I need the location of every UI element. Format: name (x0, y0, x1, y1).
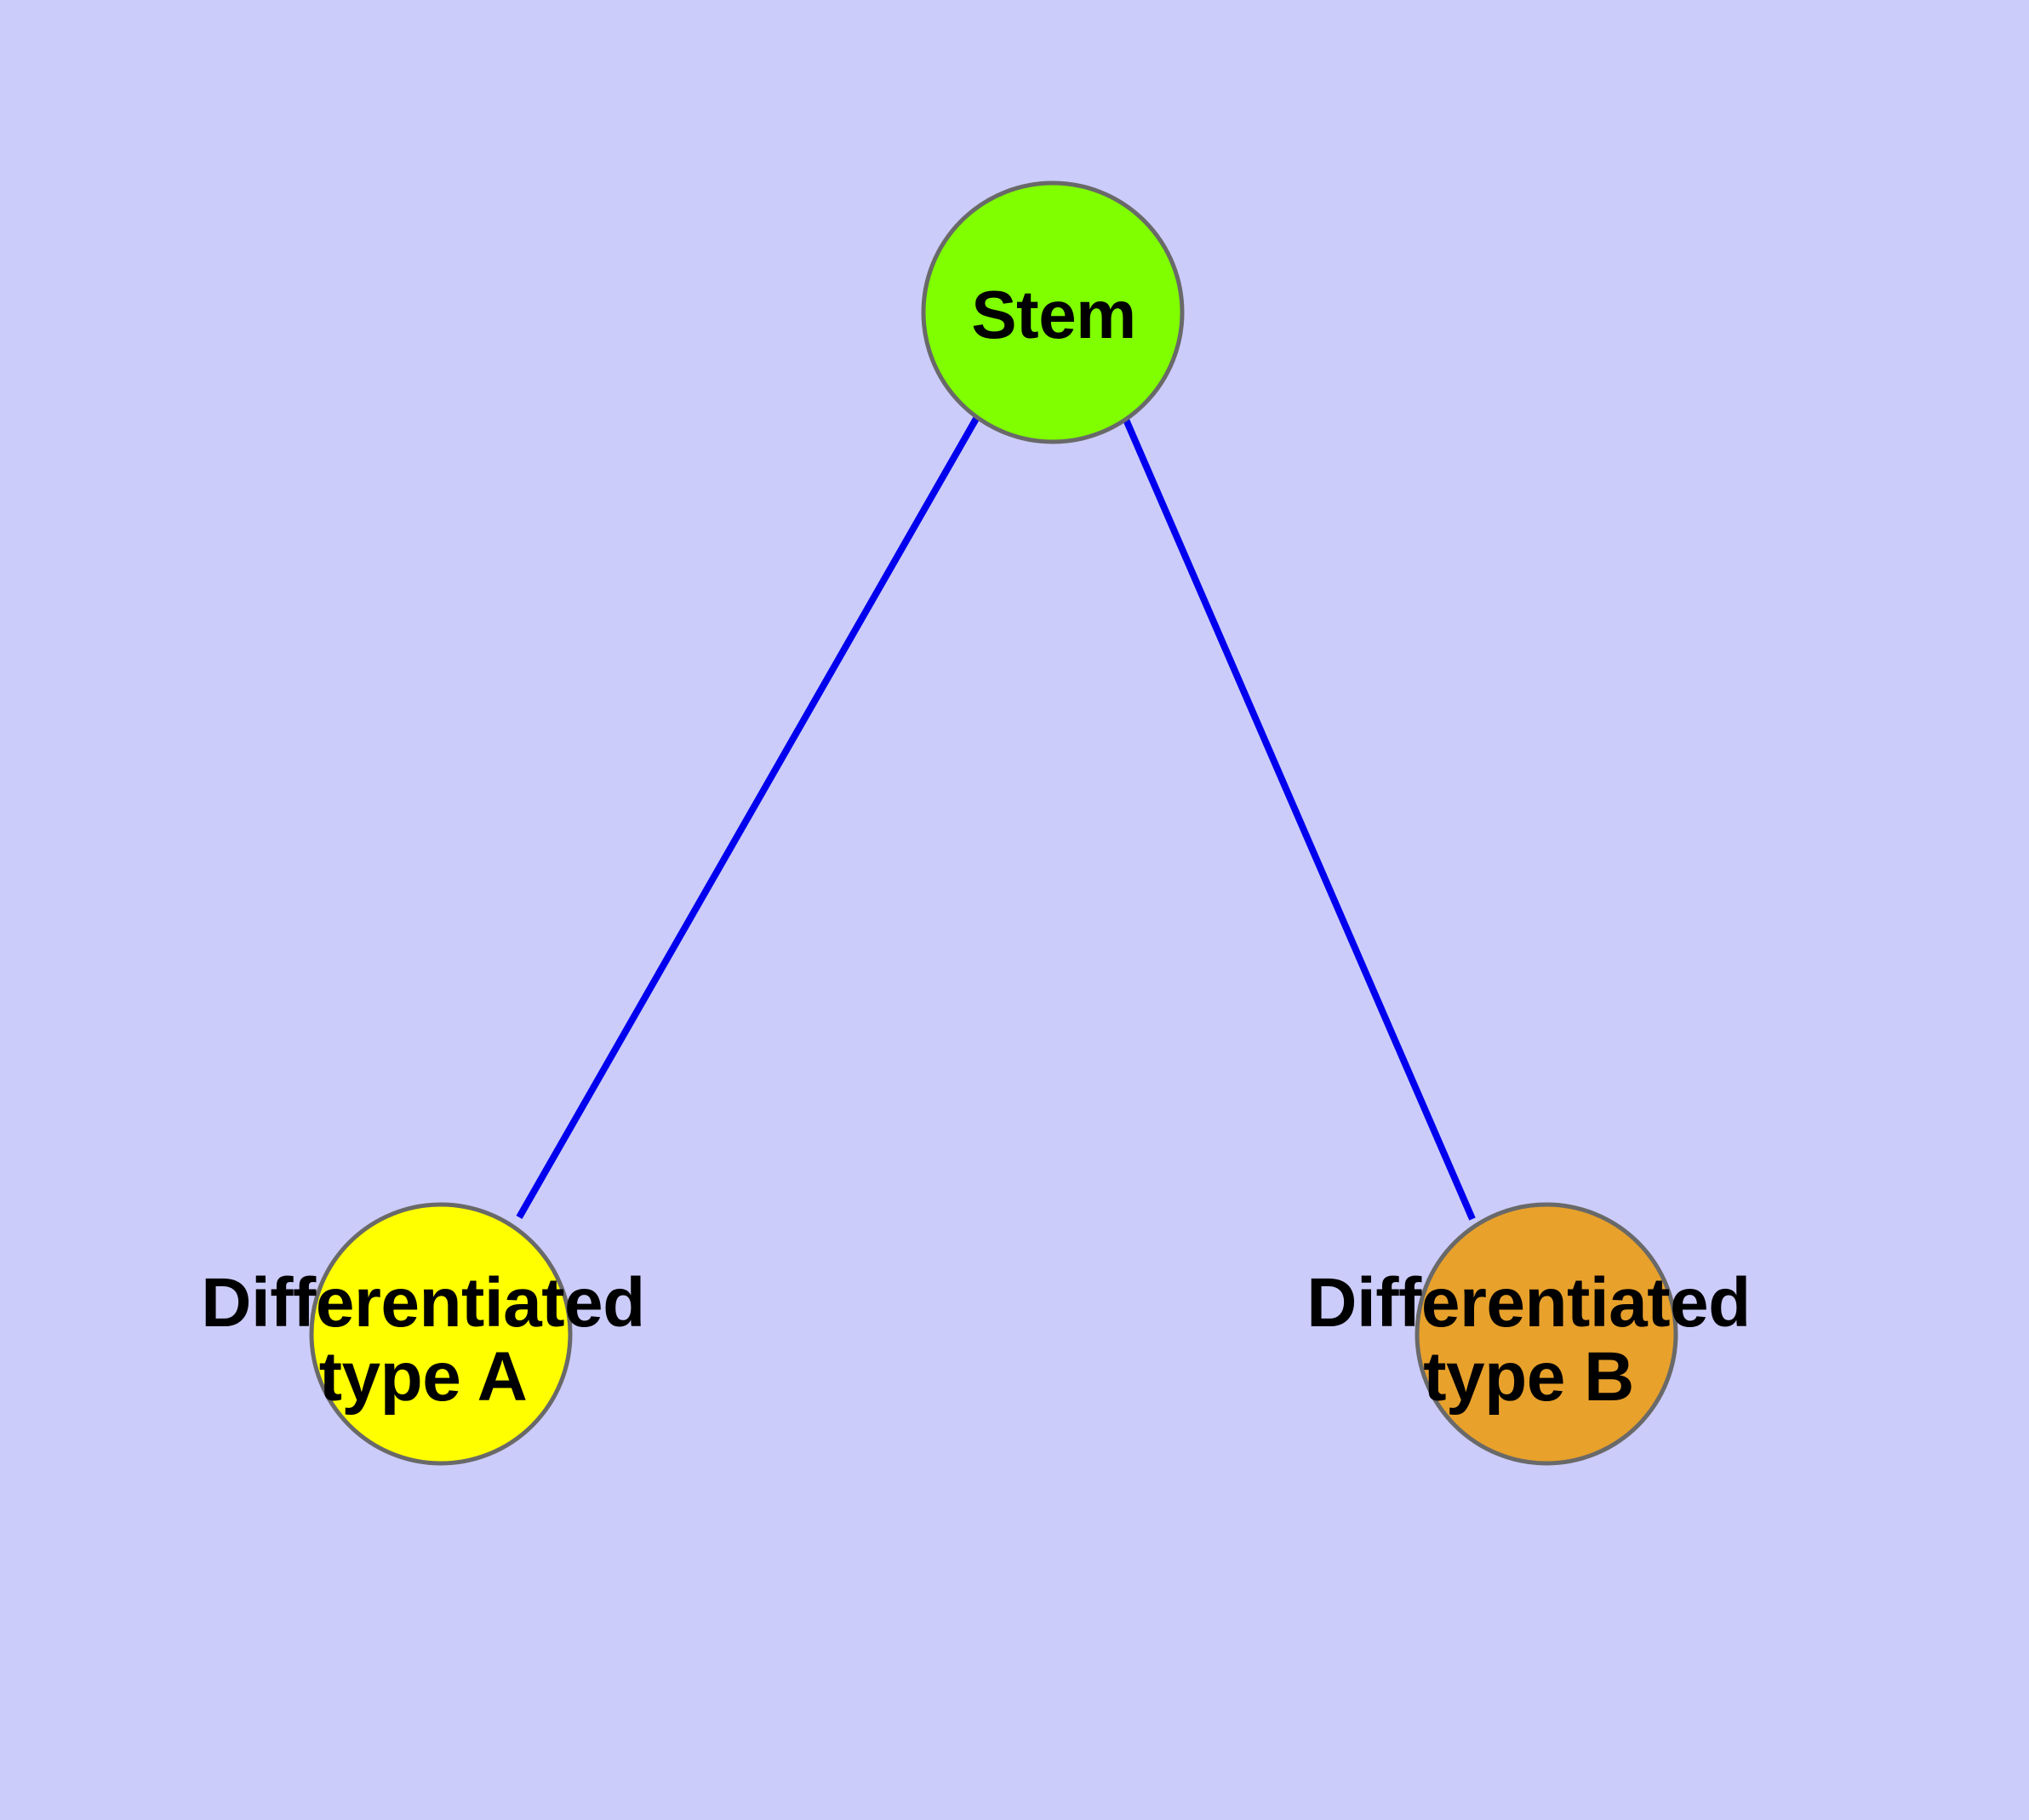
edge-stem-diff-a (516, 415, 980, 1219)
edge-stem-diff-b (1120, 412, 1476, 1221)
node-circle-diff-a[interactable] (309, 1202, 573, 1466)
node-circle-stem[interactable] (921, 180, 1185, 444)
edges-group (516, 412, 1476, 1221)
node-circle-diff-b[interactable] (1415, 1202, 1678, 1466)
nodes-group (309, 180, 1678, 1466)
